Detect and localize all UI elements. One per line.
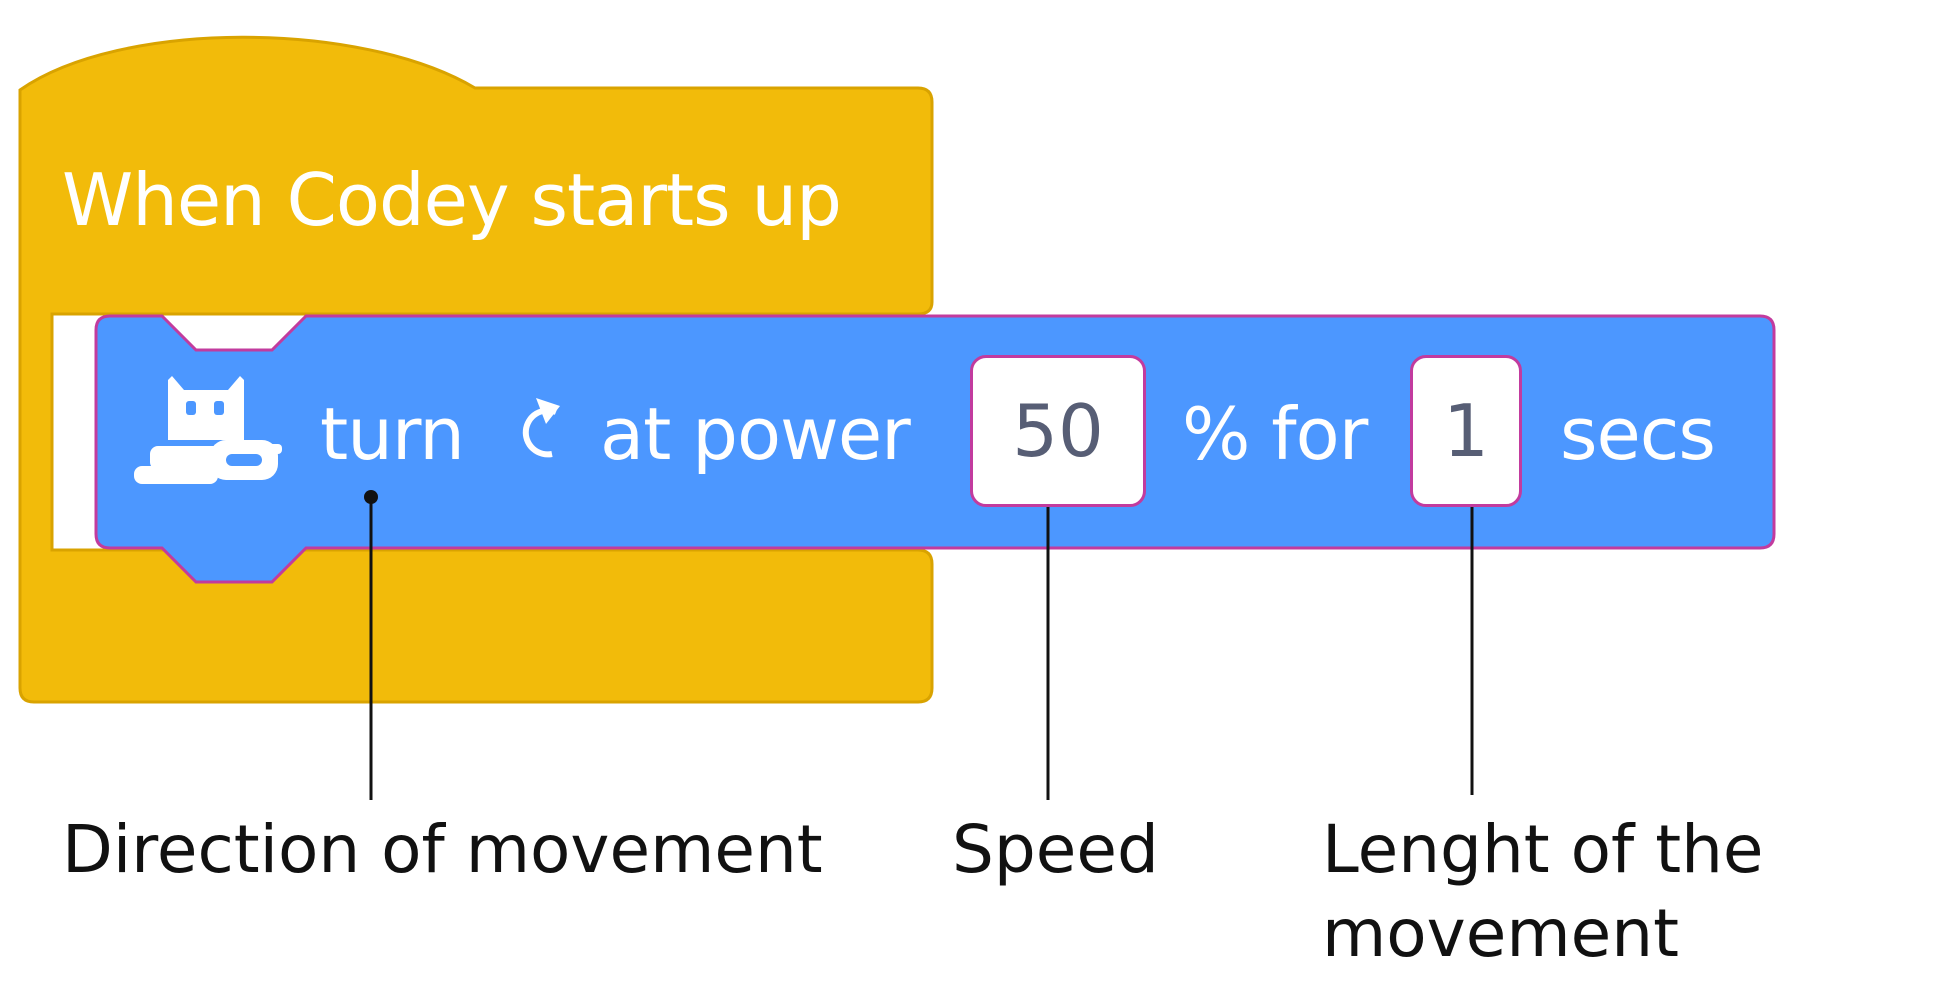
power-input[interactable]: 50 [970, 355, 1146, 507]
length-callout-line1: Lenght of the [1322, 811, 1764, 888]
duration-input[interactable]: 1 [1410, 355, 1522, 507]
rotate-clockwise-icon [522, 398, 560, 458]
codey-robot-icon [134, 376, 282, 484]
direction-callout: Direction of movement [62, 811, 823, 888]
turn-label: turn [320, 392, 465, 476]
speed-callout: Speed [952, 811, 1159, 888]
motion-block-shape[interactable] [94, 314, 1776, 584]
secs-label: secs [1560, 392, 1716, 476]
hat-block-shape[interactable] [18, 35, 934, 704]
percent-for-label: % for [1182, 392, 1368, 476]
hat-block-label: When Codey starts up [62, 158, 842, 242]
at-power-label: at power [600, 392, 911, 476]
length-callout-line2: movement [1322, 895, 1679, 972]
